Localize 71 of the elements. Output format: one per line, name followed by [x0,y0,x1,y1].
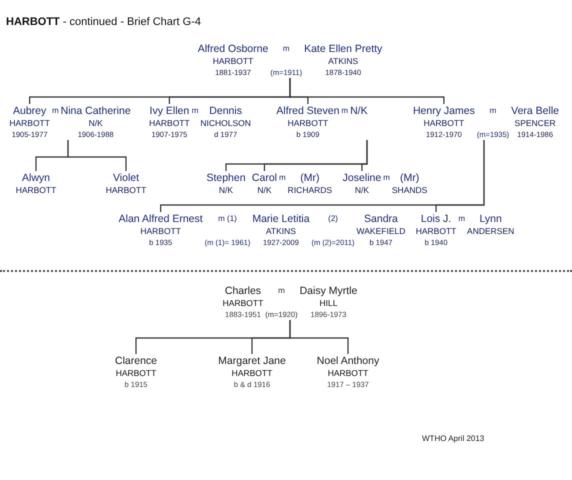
person-name: Alwyn [22,171,50,185]
surname: HARBOTT [16,185,56,196]
person-name: Violet [112,171,140,185]
surname: HARBOTT [140,226,181,237]
surname: ANDERSEN [467,226,514,237]
surname: HARBOTT [106,185,146,196]
surname: HARBOTT [416,226,456,237]
marriage-mark: m [490,105,496,117]
marriage-mark: m [52,105,59,117]
person-name: Lois J. [420,212,452,226]
person-name: Daisy Myrtle [300,284,358,298]
surname: SHANDS [392,185,428,196]
family-line [361,140,368,171]
surname: HARBOTT [232,368,272,379]
surname: N/K [88,118,103,129]
person-name: Alan Alfred Ernest [118,212,203,226]
marriage-mark: m [383,172,390,184]
surname: NICHOLSON [200,118,251,129]
marriage-mark: m (1) [218,213,237,225]
marriage-mark: m [192,105,198,117]
surname: RICHARDS [288,185,332,196]
person-name: Charles [224,284,262,298]
person-name: Sandra [364,212,398,226]
surname: WAKEFIELD [356,226,406,237]
person-name: Aubrey [13,104,46,118]
chart-title: HARBOTT - continued - Brief Chart G-4 [6,15,202,30]
person-name: Margaret Jane [218,354,286,368]
person-name: (Mr) [400,171,420,185]
person-name: Dennis [209,104,242,118]
surname: HILL [319,298,338,309]
marriage-mark: m [282,43,290,55]
note-text: WTHO April 2013 [422,433,484,445]
surname: HARBOTT [288,118,328,129]
surname: SPENCER [514,118,556,129]
person-name: Kate Ellen Pretty [304,42,382,56]
surname: ATKINS [266,226,296,237]
family-line [289,78,444,104]
family-line [289,320,349,354]
person-name: Carol [252,171,277,185]
person-name: N/K [350,104,368,118]
person-name: (Mr) [300,171,320,185]
person-name: Clarence [114,354,158,368]
surname: HARBOTT [9,118,50,129]
family-line [67,140,127,171]
surname: HARBOTT [222,298,264,309]
marriage-mark: m [278,285,285,297]
surname: HARBOTT [328,368,368,379]
person-name: Alfred Steven [276,104,340,118]
surname: N/K [218,185,234,196]
marriage-mark: m [458,213,466,225]
surname: N/K [354,185,370,196]
marriage-mark: m [279,172,286,184]
surname: HARBOTT [424,118,464,129]
surname: N/K [257,185,272,196]
marriage-mark: (2) [328,213,338,225]
marriage-mark: m [341,105,348,117]
person-name: Henry James [412,104,475,118]
person-name: Noel Anthony [316,354,380,368]
surname: HARBOTT [116,368,156,379]
surname: ATKINS [328,56,358,67]
person-name: Vera Belle [511,104,560,118]
person-name: Joseline [342,171,382,185]
person-name: Stephen [206,171,246,185]
person-name: Nina Catherine [60,104,131,118]
surname: HARBOTT [212,56,254,67]
person-name: Ivy Ellen [150,104,190,118]
person-name: Marie Letitia [252,212,310,226]
surname: HARBOTT [149,118,190,129]
person-name: Lynn [479,212,502,226]
person-name: Alfred Osborne [198,42,268,56]
family-line [435,140,485,212]
